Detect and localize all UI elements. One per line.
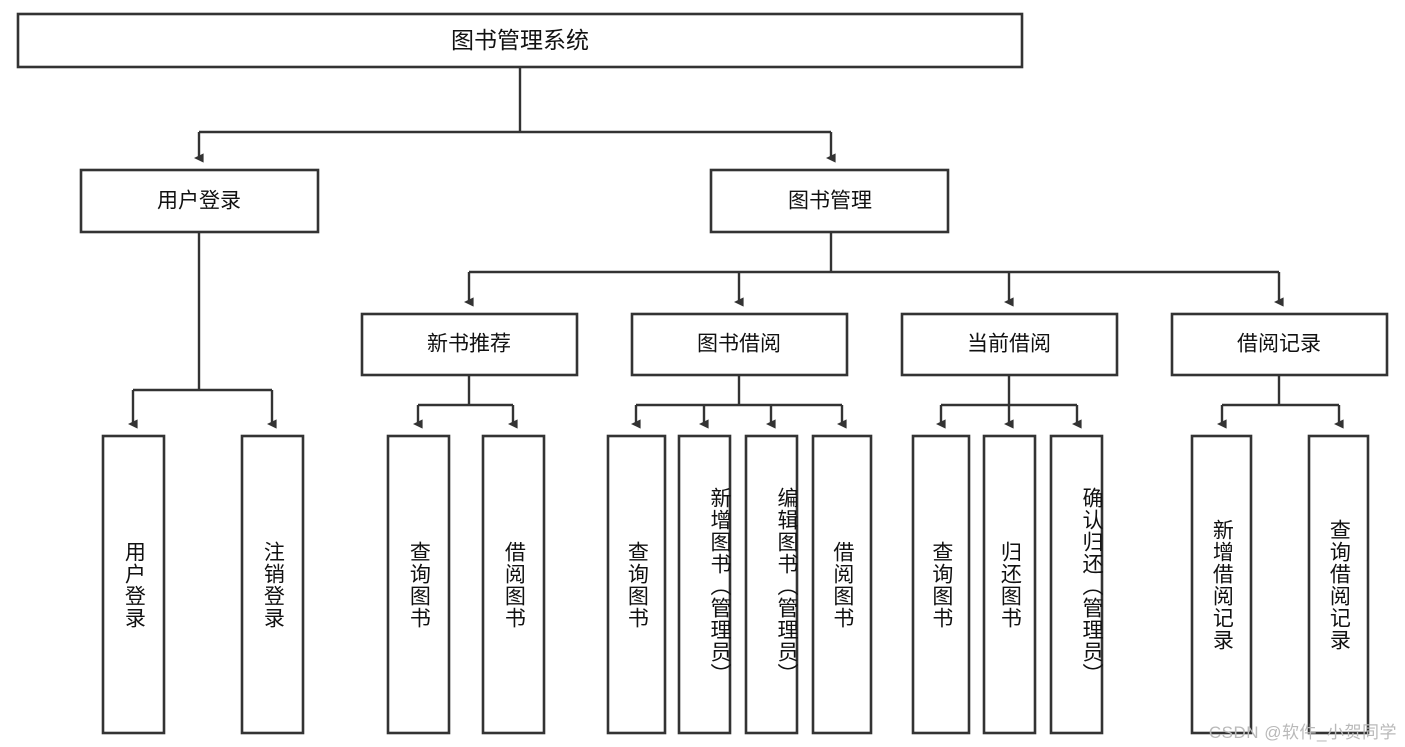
leaf-user-login-0[interactable] [101,434,166,735]
node-borrow-record-label: 借阅记录 [1237,333,1321,356]
node-new-book-recommend[interactable]: 新书推荐 [360,312,579,377]
node-user-login-label: 用户登录 [157,190,241,213]
leaf-current-borrow-2[interactable] [1049,434,1104,735]
leaf-book-borrow-1[interactable] [677,434,732,735]
connector-borrowrecord-to-leaves [1217,375,1344,429]
node-root-label: 图书管理系统 [451,27,589,53]
leaf-book-borrow-2[interactable] [744,434,799,735]
connector-newbook-to-leaves [413,375,518,429]
leaf-current-borrow-1[interactable] [982,434,1037,735]
node-book-management[interactable]: 图书管理 [709,168,950,234]
leaf-book-borrow-0[interactable] [606,434,667,735]
node-book-management-label: 图书管理 [788,190,872,213]
leaf-borrow-record-0[interactable] [1190,434,1253,735]
connector-bookborrow-to-leaves [631,375,847,429]
node-book-borrow-label: 图书借阅 [697,333,781,356]
connector-root-to-level2 [194,67,836,163]
node-borrow-record[interactable]: 借阅记录 [1170,312,1389,377]
node-current-borrow[interactable]: 当前借阅 [900,312,1119,377]
leaf-current-borrow-0[interactable] [911,434,971,735]
connector-currentborrow-to-leaves [936,375,1082,429]
connector-bookmgmt-to-level3 [464,232,1284,307]
leaf-user-login-1[interactable] [240,434,305,735]
node-root-system[interactable]: 图书管理系统 [16,12,1024,69]
node-new-book-recommend-label: 新书推荐 [427,333,511,356]
connector-userlogin-to-leaves [128,232,277,429]
leaf-book-borrow-3[interactable] [811,434,873,735]
leaf-new-book-0[interactable] [386,434,451,735]
csdn-watermark: CSDN @软件_小贺同学 [1208,723,1397,742]
node-current-borrow-label: 当前借阅 [967,333,1051,356]
node-user-login[interactable]: 用户登录 [79,168,320,234]
leaf-borrow-record-1[interactable] [1307,434,1370,735]
node-book-borrow[interactable]: 图书借阅 [630,312,849,377]
leaf-new-book-1[interactable] [481,434,546,735]
